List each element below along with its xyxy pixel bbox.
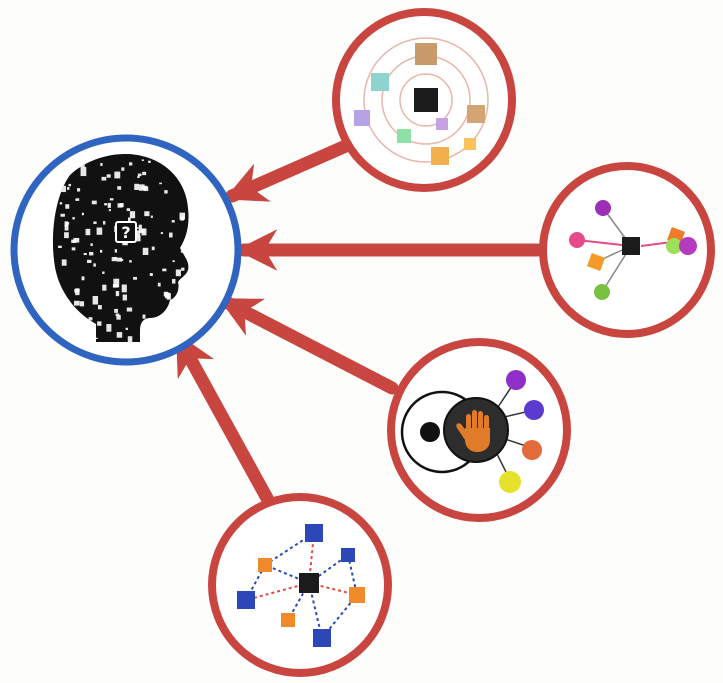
orbit-square [415, 43, 437, 65]
orbit-square [467, 105, 485, 123]
network-node [281, 613, 295, 627]
hand-with-satellite-dots-icon [400, 370, 544, 493]
hub-with-converging-dots-icon [569, 200, 697, 300]
hand-satellite-dot [506, 370, 526, 390]
flow-node [595, 200, 611, 216]
network-node [313, 629, 331, 647]
arrow-hand-to-head [218, 295, 399, 395]
head-silhouette-of-symbols-icon: ? [52, 154, 189, 342]
orbit-square [431, 147, 449, 165]
concentric-orbit-squares-icon [354, 37, 489, 165]
flow-node [679, 237, 697, 255]
orbit-square [354, 110, 370, 126]
network-node [237, 591, 255, 609]
arrows [173, 138, 545, 507]
network-node [258, 558, 272, 572]
flow-node [587, 253, 605, 271]
question-glyph: ? [121, 223, 130, 242]
orbit-square [371, 73, 389, 91]
flow-node [666, 238, 682, 254]
flow-node [569, 232, 585, 248]
source-node-hand [387, 338, 571, 522]
network-node [305, 524, 323, 542]
hand-satellite-dot [522, 440, 542, 460]
arrow-orbit-to-head [224, 138, 355, 203]
center-head-node: ? [10, 134, 242, 366]
orbit-square [436, 118, 448, 130]
hand-satellite-dot [524, 400, 544, 420]
network-node [341, 548, 355, 562]
network-graph-icon [237, 524, 365, 647]
orbit-square [397, 129, 411, 143]
orbit-square [464, 138, 476, 150]
hand-glyph [456, 410, 490, 452]
source-node-network [208, 493, 392, 677]
flow-node [594, 284, 610, 300]
source-node-orbit [332, 8, 516, 192]
hand-satellite-dot [499, 471, 521, 493]
network-node [349, 587, 365, 603]
source-node-flow [539, 162, 715, 338]
arrow-network-to-head [173, 332, 275, 507]
